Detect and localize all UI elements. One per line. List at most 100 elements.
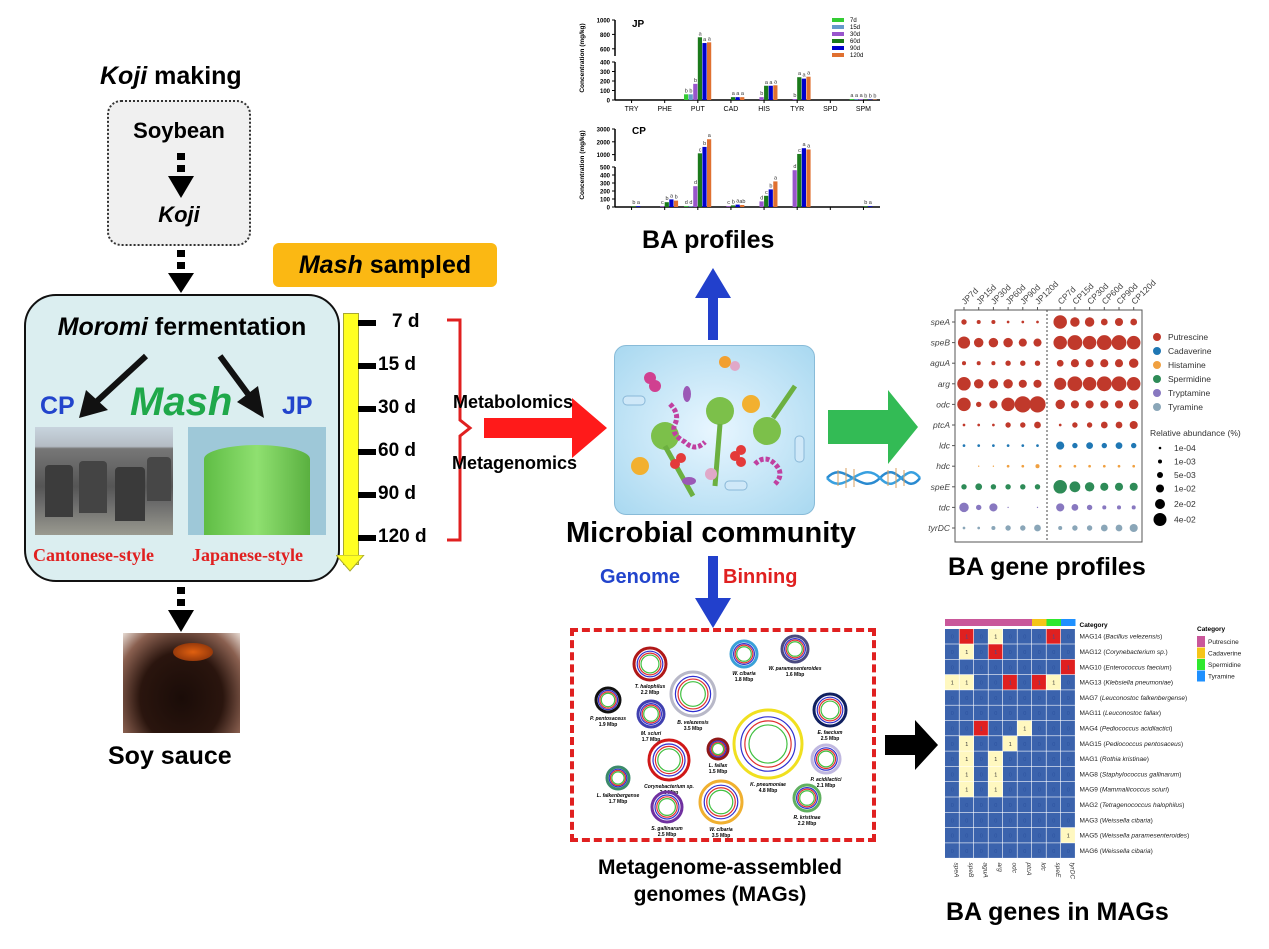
heatmap-cell-value: 0 [1023, 818, 1026, 824]
heatmap-cell-value: 0 [1067, 742, 1070, 748]
heatmap-cell [974, 797, 988, 812]
bubble [976, 504, 982, 511]
mag-genome-ring [654, 794, 680, 820]
x-tick-label: CAD [724, 106, 739, 113]
category-bar-cell [1003, 619, 1018, 626]
bar-label: a [708, 36, 712, 42]
mag-name: W. paramesenteroides [769, 666, 822, 672]
bubble [1100, 400, 1109, 409]
category-bar-cell [988, 619, 1003, 626]
heatmap-cell-value: 0 [1038, 635, 1041, 641]
heatmap-cell-value: 0 [1052, 696, 1055, 702]
bubble [1088, 464, 1091, 468]
heatmap-cell-value: 0 [951, 803, 954, 809]
bar [773, 181, 778, 207]
bubble [1003, 337, 1013, 348]
mag-row-label: MAG7 (Leuconostoc falkenbergense) [1080, 695, 1188, 702]
heatmap-cell-value: 0 [1023, 711, 1026, 717]
heatmap-cell-value: 1 [994, 788, 997, 794]
heatmap-cell [1003, 812, 1017, 828]
heatmap-cell [1032, 644, 1046, 659]
mag-row-label: MAG5 (Weissella paramesenteroides) [1080, 833, 1190, 840]
mag-genome-ring [594, 686, 622, 714]
bubble [1100, 359, 1109, 368]
heatmap-cell [1017, 766, 1032, 782]
heatmap-cell-value: 0 [951, 772, 954, 778]
bubble [1116, 505, 1122, 510]
bar-label: a [869, 200, 873, 206]
legend-dot [1153, 389, 1161, 397]
category-bar-cell [1032, 619, 1047, 626]
bubble [1036, 320, 1039, 324]
bubble [1114, 400, 1124, 409]
heatmap-cell-value: 1 [980, 726, 983, 732]
mag-genome-ring [797, 788, 817, 808]
heatmap-cell [1032, 720, 1046, 736]
arrowhead-jp [237, 386, 264, 418]
bubble [1086, 504, 1093, 511]
heatmap-cell-value: 1 [1009, 681, 1012, 687]
bubble [1129, 482, 1138, 491]
heatmap-cell-value: 0 [1023, 772, 1026, 778]
mag-row-label: MAG9 (Mammaliicoccus sciuri) [1080, 787, 1170, 794]
bubble [1053, 315, 1067, 329]
heatmap-cell-value: 1 [1052, 681, 1055, 687]
heatmap-cell [959, 690, 974, 705]
mag-genome-ring [810, 743, 842, 775]
mag-genome-ring [785, 639, 805, 659]
mag-genome-ring [656, 796, 678, 818]
heatmap-cell [1003, 629, 1017, 644]
heatmap-cell [959, 644, 974, 659]
heatmap-cell [988, 843, 1003, 858]
heatmap-cell [1032, 827, 1046, 843]
heatmap-cell-value: 0 [994, 818, 997, 824]
heatmap-cell-value: 1 [965, 635, 968, 641]
bar-label: a [803, 73, 807, 79]
y-tick-label: 0 [607, 99, 611, 105]
size-legend-label: 1e-04 [1174, 443, 1196, 453]
heatmap-cell-value: 0 [1067, 696, 1070, 702]
legend-label: Putrescine [1208, 639, 1239, 646]
y-tick-label: 500 [600, 166, 611, 172]
category-bar-cell [1061, 619, 1076, 626]
heatmap-cell [1017, 720, 1032, 736]
mag-name: M. sciuri [641, 731, 662, 737]
bubble [1033, 338, 1042, 347]
mag-genome-ring [669, 670, 717, 718]
mag-genome-ring [703, 784, 739, 820]
heatmap-cell-value: 0 [965, 726, 968, 732]
heatmap-cell-value: 1 [965, 757, 968, 763]
chart-title: JP [632, 19, 645, 30]
heatmap-cell-value: 0 [1038, 742, 1041, 748]
legend-swatch [1197, 659, 1205, 670]
mag-genome-ring [638, 652, 662, 676]
genome-label: Genome [600, 566, 681, 588]
mag-row-label: MAG4 (Pediococcus acidilactici) [1080, 725, 1173, 732]
heatmap-cell [1003, 736, 1017, 751]
timeline-tick [358, 363, 376, 369]
heatmap-cell-value: 0 [1067, 788, 1070, 794]
bar [688, 206, 693, 207]
moromi-arrows [79, 353, 264, 418]
heatmap-cell [988, 751, 1003, 767]
timeline-tick [358, 320, 376, 326]
gene-label: speA [931, 317, 951, 327]
heatmap-cell [1046, 705, 1061, 721]
heatmap-cell [1061, 827, 1075, 843]
bar-label: a [803, 142, 807, 148]
gene-label: hdc [936, 461, 950, 471]
heatmap-cell-value: 0 [1067, 757, 1070, 763]
heatmap-cell [1061, 629, 1075, 644]
heatmap-cell [974, 644, 988, 659]
bubble [1006, 320, 1010, 324]
y-tick-label: 200 [600, 190, 611, 196]
mag-genome-ring [744, 720, 792, 768]
bar-label: b [864, 200, 867, 206]
heatmap-cell-value: 0 [1067, 635, 1070, 641]
y-tick-label: 0 [607, 206, 611, 211]
bubble [1029, 396, 1046, 413]
heatmap-cell-value: 0 [951, 726, 954, 732]
bar [858, 99, 864, 100]
y-tick-label: 2000 [597, 140, 611, 146]
bar [740, 97, 745, 100]
